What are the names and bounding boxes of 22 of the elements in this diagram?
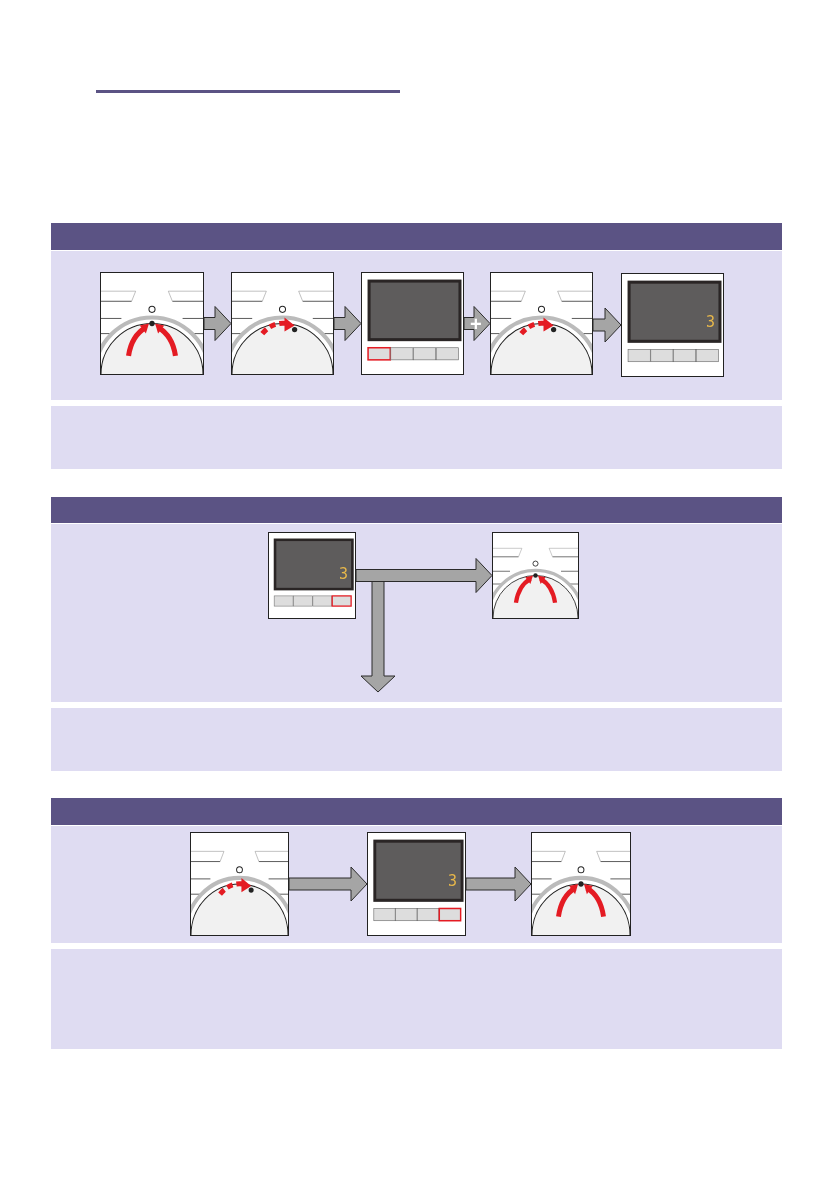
control-dial-drawing	[492, 532, 579, 619]
arrow	[203, 306, 232, 341]
arrow	[355, 558, 493, 593]
control-dial-drawing	[190, 832, 289, 936]
control-dial-drawing	[490, 272, 593, 375]
display-digit: 3	[447, 873, 457, 889]
display-digit: 3	[338, 566, 348, 582]
control-dial-drawing	[100, 272, 204, 375]
display-digit: 3	[705, 314, 715, 330]
arrow	[360, 581, 396, 693]
arrow	[592, 307, 622, 343]
edge-label: +	[470, 313, 482, 334]
display-panel-drawing	[367, 832, 466, 936]
display-panel-drawing	[621, 273, 724, 377]
arrow	[288, 866, 368, 902]
arrow	[463, 306, 491, 341]
control-dial-drawing	[231, 272, 334, 375]
display-panel-drawing	[268, 532, 356, 619]
arrow	[465, 866, 532, 902]
control-dial-drawing	[531, 832, 631, 936]
display-panel-drawing	[361, 272, 464, 375]
arrow	[333, 306, 362, 341]
